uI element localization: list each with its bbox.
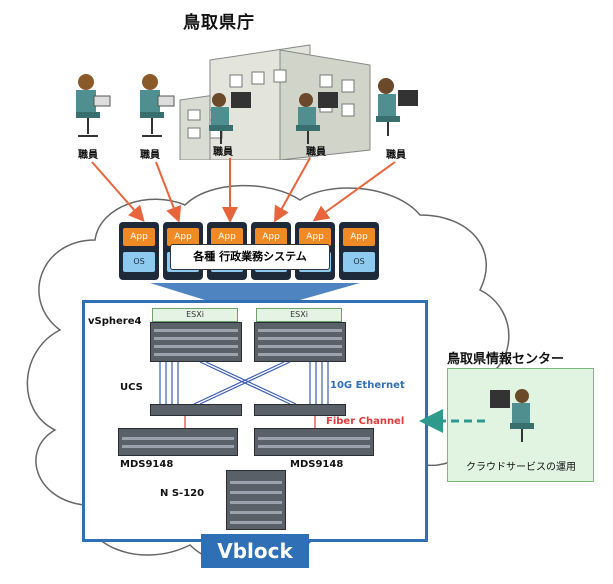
vblock-label: Vblock	[201, 534, 309, 568]
staff-figure-3	[209, 92, 251, 144]
app-label: App	[211, 228, 243, 246]
fiber-channel-label: Fiber Channel	[326, 416, 405, 427]
staff-figure-2	[140, 74, 175, 137]
staff-figure-4	[296, 92, 338, 144]
staff-label-1: 職員	[78, 150, 98, 161]
staff-figure-1	[76, 74, 111, 137]
app-label: App	[167, 228, 199, 246]
mds-switch-right	[254, 428, 374, 456]
info-center-caption: クラウドサービスの運用	[466, 462, 576, 473]
os-label: OS	[123, 252, 155, 272]
info-center-box	[447, 368, 594, 482]
ucs-chassis-left	[150, 322, 242, 362]
vm-6: App OS	[339, 222, 379, 280]
app-label: App	[343, 228, 375, 246]
app-label: App	[123, 228, 155, 246]
ucs-label: UCS	[120, 382, 143, 393]
vm-1: App OS	[119, 222, 159, 280]
staff-label-3: 職員	[213, 147, 233, 158]
staff-label-4: 職員	[306, 147, 326, 158]
fabric-interconnect-right	[254, 404, 346, 416]
esxi-label-right: ESXi	[256, 308, 342, 322]
staff-label-5: 職員	[386, 150, 406, 161]
operator-figure	[490, 389, 534, 442]
ethernet-label: 10G Ethernet	[330, 380, 405, 391]
ns120-storage	[226, 470, 286, 530]
mds-label-right: MDS9148	[290, 459, 344, 470]
ucs-chassis-right	[254, 322, 346, 362]
esxi-label-left: ESXi	[152, 308, 238, 322]
app-label: App	[255, 228, 287, 246]
info-center-title: 鳥取県情報センター	[447, 352, 565, 367]
staff-label-2: 職員	[140, 150, 160, 161]
ns120-label: N S-120	[160, 488, 205, 499]
mds-switch-left	[118, 428, 238, 456]
prefecture-office-title: 鳥取県庁	[183, 13, 255, 33]
app-label: App	[299, 228, 331, 246]
fabric-interconnect-left	[150, 404, 242, 416]
staff-figure-5	[376, 78, 418, 136]
os-label: OS	[343, 252, 375, 272]
systems-label: 各種 行政業務システム	[170, 244, 330, 270]
mds-label-left: MDS9148	[120, 459, 174, 470]
vsphere-label: vSphere4	[88, 316, 142, 327]
